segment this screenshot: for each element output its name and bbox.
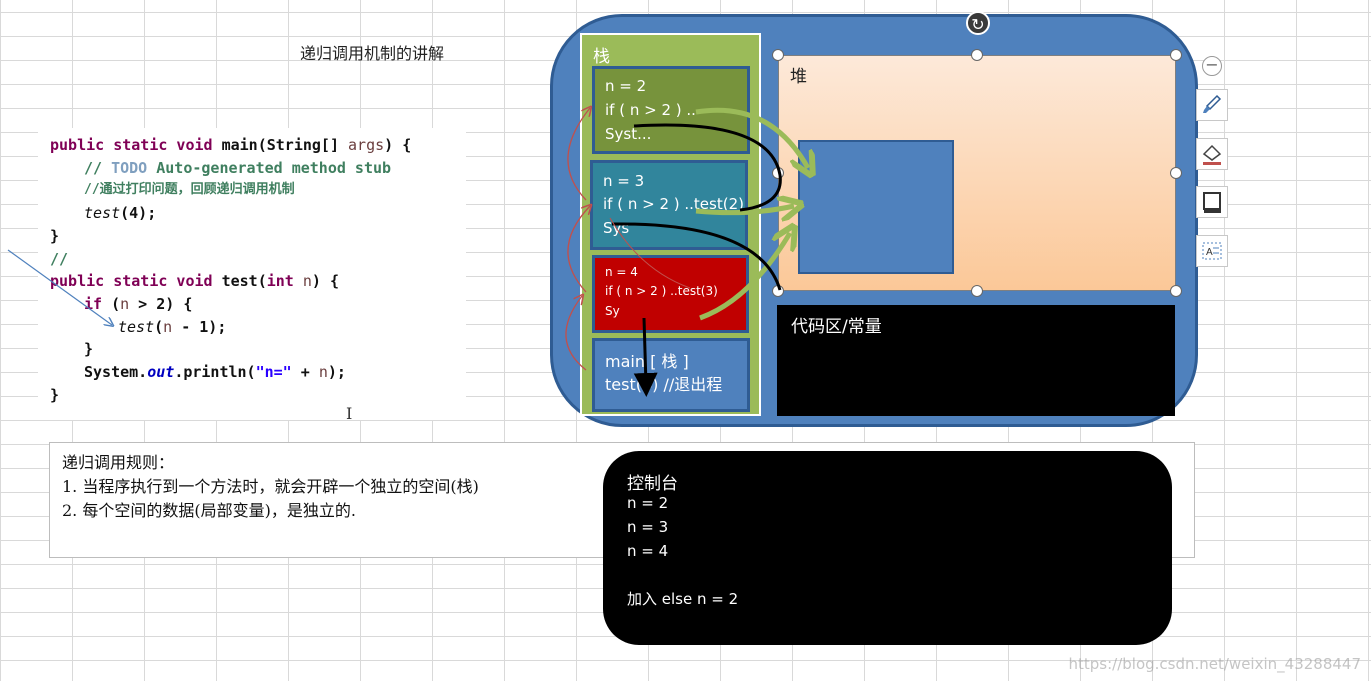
code-call: test <box>118 318 155 336</box>
heap-label: 堆 <box>790 67 807 87</box>
stack-frame-n4: n = 4 if ( n > 2 ) ..test(3) Sy <box>592 255 749 333</box>
code-text: ) { <box>311 272 339 290</box>
stack-frame-n3: n = 3 if ( n > 2 ) ..test(2) Sys <box>590 160 748 250</box>
code-line-10: } <box>84 340 94 358</box>
code-line-4: test(4); <box>50 202 156 224</box>
code-line-1: public static void main(String[] args) { <box>50 134 411 156</box>
frame-line: if ( n > 2 ) ..test(2) <box>603 195 744 213</box>
frame-line: n = 3 <box>603 172 645 190</box>
console-line: n = 3 <box>627 518 669 536</box>
code-text: (4); <box>120 204 157 222</box>
code-line-7: public static void test(int n) { <box>50 270 339 292</box>
console-line: 加入 else n = 2 <box>627 590 739 608</box>
code-keyword: public static void <box>50 272 213 290</box>
text-cursor-icon: I <box>346 404 353 423</box>
text-box-icon: A <box>1202 242 1222 260</box>
code-call: test <box>84 204 121 222</box>
rotate-icon[interactable]: ↻ <box>966 11 990 35</box>
code-text: - 1); <box>172 318 227 336</box>
brush-icon <box>1203 94 1222 113</box>
stack-label: 栈 <box>593 47 610 67</box>
code-comment: //通过打印问题，回顾递归调用机制 <box>84 182 295 197</box>
page-title: 递归调用机制的讲解 <box>300 44 445 63</box>
code-text: System. <box>84 363 148 381</box>
code-line-2: // TODO Auto-generated method stub <box>50 157 391 179</box>
code-line-3: //通过打印问题，回顾递归调用机制 <box>50 179 295 201</box>
code-text: ( <box>102 295 121 313</box>
console-title: 控制台 <box>627 474 678 494</box>
code-text: > 2) { <box>129 295 193 313</box>
frame-line: test(4) //退出程 <box>605 375 723 394</box>
resize-handle-top-left[interactable] <box>772 49 784 61</box>
frame-line: Sys <box>603 219 630 237</box>
resize-handle-top-right[interactable] <box>1170 49 1182 61</box>
frame-line: main [ 栈 ] <box>605 352 689 371</box>
stack-frame-n2: n = 2 if ( n > 2 ) .. Syst... <box>592 66 750 154</box>
code-area-label: 代码区/常量 <box>791 317 882 337</box>
outline-button[interactable] <box>1196 186 1228 218</box>
code-line-9: test(n - 1); <box>50 316 226 338</box>
text-box-button[interactable]: A <box>1196 235 1228 267</box>
code-text: main(String[] <box>212 136 349 154</box>
frame-line: Sy <box>605 304 620 318</box>
code-line-12: } <box>50 386 60 404</box>
code-todo: TODO <box>111 159 148 177</box>
resize-handle-left[interactable] <box>772 167 784 179</box>
code-param: n <box>318 363 328 381</box>
console-panel: 控制台 n = 2 n = 3 n = 4 加入 else n = 2 <box>603 451 1172 645</box>
rule-1: 1. 当程序执行到一个方法时，就会开辟一个独立的空间(栈) <box>62 477 479 496</box>
code-text: ( <box>154 318 164 336</box>
code-param: n <box>163 318 173 336</box>
fill-color-button[interactable] <box>1196 138 1228 170</box>
rules-title: 递归调用规则： <box>62 453 175 472</box>
code-text: .println( <box>174 363 256 381</box>
code-line-11: System.out.println("n=" + n); <box>50 361 346 383</box>
collapse-minus-icon[interactable]: − <box>1202 56 1222 76</box>
code-text: test( <box>212 272 267 290</box>
resize-handle-bottom[interactable] <box>971 285 983 297</box>
code-string: "n=" <box>255 363 292 381</box>
code-field: out <box>147 363 175 381</box>
console-line: n = 4 <box>627 542 669 560</box>
code-keyword: if <box>84 295 103 313</box>
brush-style-button[interactable] <box>1196 89 1228 121</box>
code-keyword: int <box>266 272 294 290</box>
code-text: + <box>291 363 319 381</box>
stack-frame-main: main [ 栈 ] test(4) //退出程 <box>592 338 750 412</box>
shape-outline-icon <box>1203 192 1221 213</box>
frame-line: if ( n > 2 ) .. <box>605 101 696 119</box>
console-line: n = 2 <box>627 494 669 512</box>
resize-handle-right[interactable] <box>1170 167 1182 179</box>
code-text: ); <box>327 363 346 381</box>
frame-line: if ( n > 2 ) ..test(3) <box>605 284 718 298</box>
code-param: n <box>293 272 312 290</box>
code-comment: Auto-generated method stub <box>147 159 392 177</box>
svg-text:A: A <box>1206 247 1213 258</box>
code-line-6: // <box>50 250 69 268</box>
frame-line: n = 4 <box>605 265 638 279</box>
rule-2: 2. 每个空间的数据(局部变量)，是独立的. <box>62 501 356 520</box>
code-snippet: public static void main(String[] args) {… <box>38 128 466 420</box>
resize-handle-bottom-right[interactable] <box>1170 285 1182 297</box>
heap-object <box>798 140 954 274</box>
resize-handle-top[interactable] <box>971 49 983 61</box>
watermark: https://blog.csdn.net/weixin_43288447 <box>1068 655 1361 673</box>
code-constant-area <box>777 305 1175 416</box>
code-line-8: if (n > 2) { <box>50 293 192 315</box>
frame-line: Syst... <box>605 125 652 143</box>
code-text: ) { <box>384 136 412 154</box>
code-keyword: public static void <box>50 136 213 154</box>
code-param: args <box>348 136 385 154</box>
code-line-5: } <box>50 227 60 245</box>
code-comment: // <box>84 159 112 177</box>
fill-bucket-icon <box>1202 144 1222 165</box>
code-param: n <box>120 295 130 313</box>
frame-line: n = 2 <box>605 77 647 95</box>
resize-handle-bottom-left[interactable] <box>772 285 784 297</box>
